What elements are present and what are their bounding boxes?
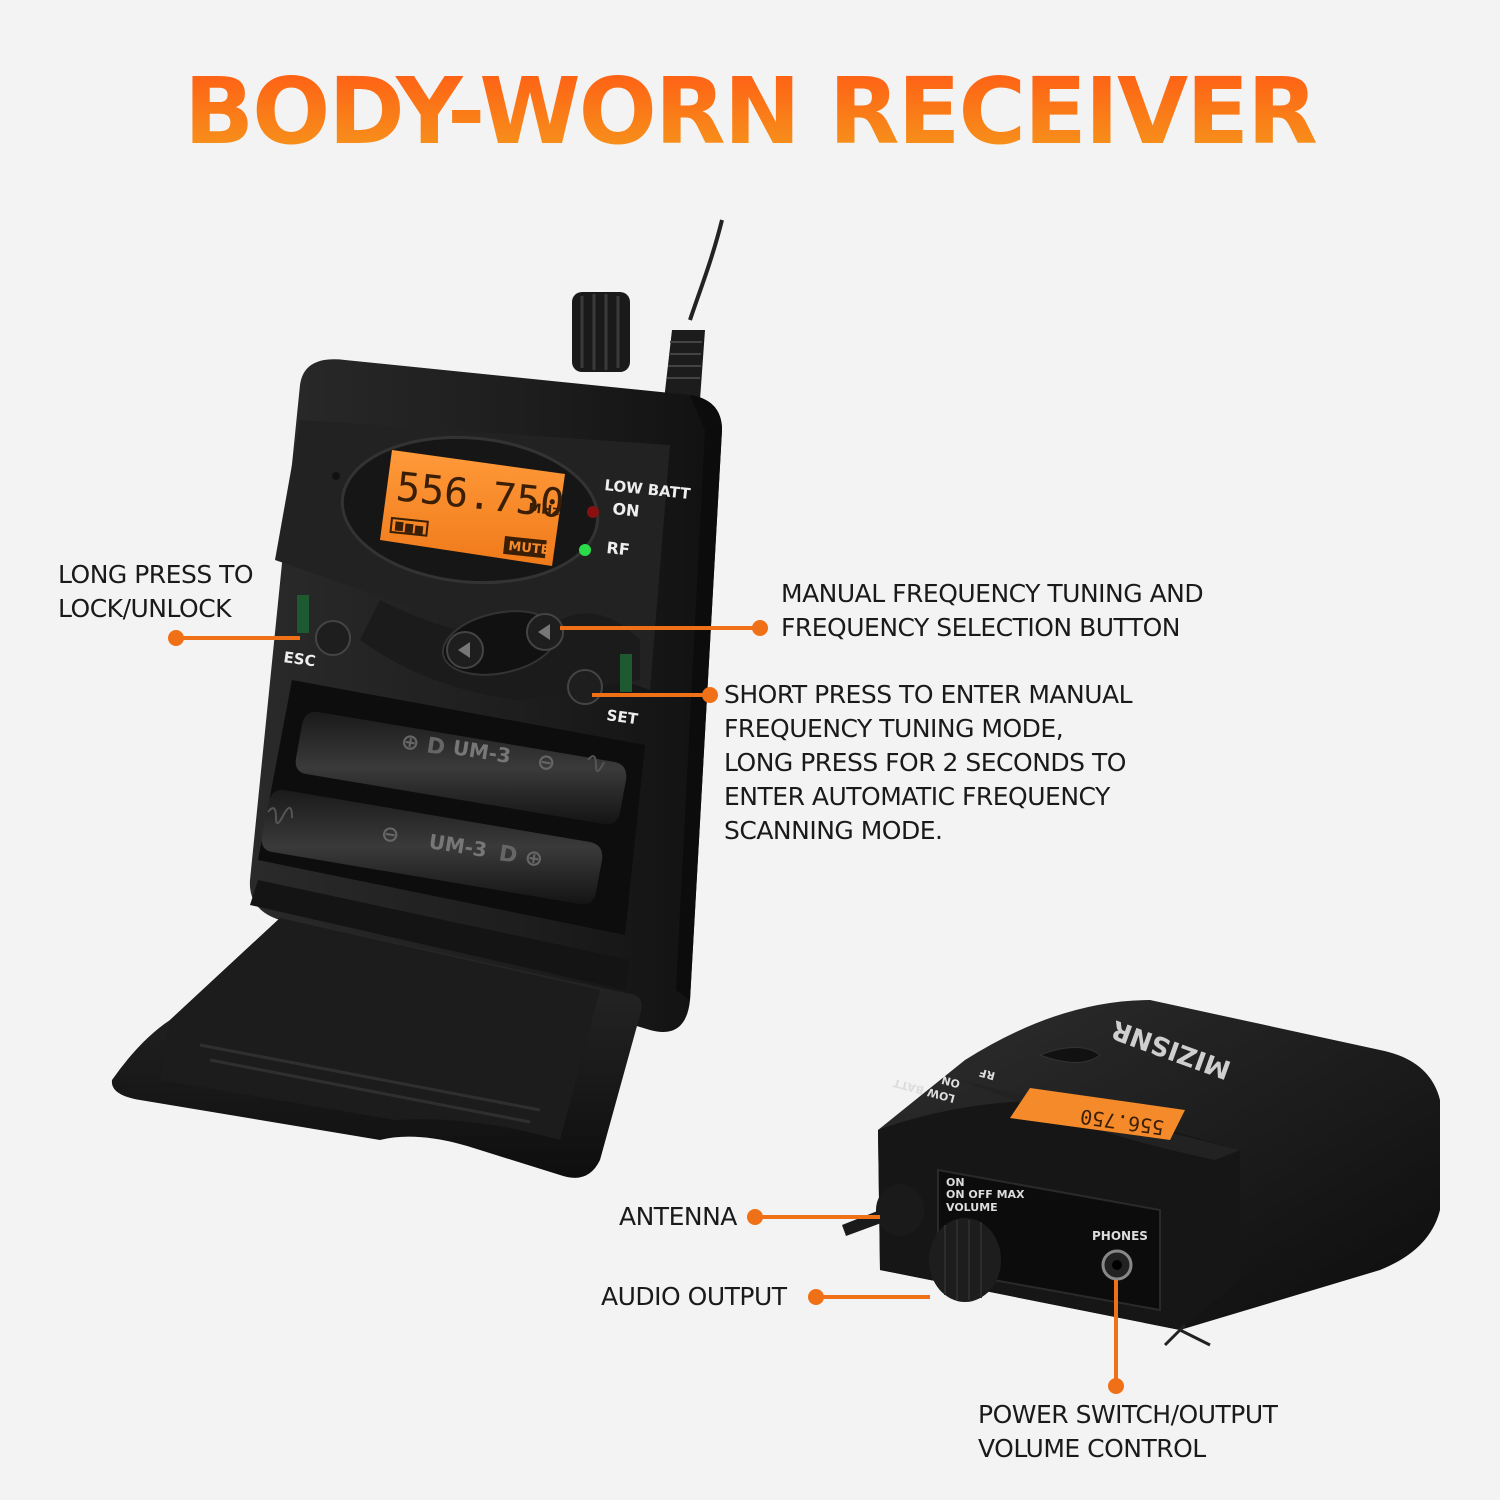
callout-lock-line-1: LONG PRESS TO	[58, 560, 254, 589]
callout-audio-output-line-1: AUDIO OUTPUT	[601, 1282, 787, 1311]
volume-knob	[572, 292, 630, 372]
low-batt-led	[587, 506, 599, 518]
callout-audio-output: AUDIO OUTPUT	[601, 1280, 787, 1314]
set-button	[567, 669, 603, 705]
lcd-mute: MUTE	[508, 539, 551, 558]
callout-power: POWER SWITCH/OUTPUT VOLUME CONTROL	[978, 1398, 1278, 1466]
page-title: BODY-WORN RECEIVER	[0, 62, 1500, 162]
on-label: ON	[612, 499, 641, 521]
callout-short-press-line-5: SCANNING MODE.	[724, 816, 943, 845]
battery-2	[261, 789, 603, 905]
small-receiver: 556.750 MIZISNR LOW BATT ON RF ON ON OFF…	[842, 1000, 1440, 1347]
esc-indicator	[297, 595, 309, 633]
callout-short-press-line-3: LONG PRESS FOR 2 SECONDS TO	[724, 748, 1126, 777]
lcd-screen	[380, 450, 565, 566]
rf-led	[579, 544, 591, 556]
set-indicator	[620, 654, 632, 692]
callout-short-press-line-2: FREQUENCY TUNING MODE,	[724, 714, 1064, 743]
callout-lock: LONG PRESS TO LOCK/UNLOCK	[58, 558, 254, 626]
svg-text:⊖: ⊖	[535, 749, 557, 777]
battery-1	[295, 711, 627, 825]
rf-label: RF	[606, 538, 631, 559]
phones-label: PHONES	[1092, 1229, 1148, 1243]
callout-antenna-line-1: ANTENNA	[619, 1202, 737, 1231]
svg-text:ON: ON	[946, 1176, 965, 1189]
svg-text:ON: ON	[940, 1073, 961, 1090]
svg-text:⊖: ⊖	[379, 821, 401, 849]
battery-icon	[389, 516, 429, 537]
callout-manual: MANUAL FREQUENCY TUNING AND FREQUENCY SE…	[781, 577, 1204, 645]
callout-leaders	[168, 620, 1124, 1394]
small-lcd	[1010, 1088, 1185, 1140]
esc-button	[315, 620, 351, 656]
set-label: SET	[605, 706, 639, 728]
callout-short-press-line-1: SHORT PRESS TO ENTER MANUAL	[724, 680, 1133, 709]
side-volume-label: VOLUME	[946, 1201, 998, 1214]
large-receiver: 556.750 MHz MUTE LOW BATT ON RF ESC SET …	[111, 219, 724, 1178]
callout-manual-line-1: MANUAL FREQUENCY TUNING AND	[781, 579, 1204, 608]
svg-text:RF: RF	[978, 1066, 997, 1083]
lcd-unit: MHz	[528, 501, 561, 519]
callout-lock-line-2: LOCK/UNLOCK	[58, 594, 232, 623]
callout-power-line-1: POWER SWITCH/OUTPUT	[978, 1400, 1278, 1429]
callout-short-press-line-4: ENTER AUTOMATIC FREQUENCY	[724, 782, 1110, 811]
esc-label: ESC	[282, 648, 316, 670]
cable	[688, 219, 724, 321]
callout-manual-line-2: FREQUENCY SELECTION BUTTON	[781, 613, 1181, 642]
side-on-off-label: ON OFF MAX	[946, 1188, 1025, 1201]
callout-power-line-2: VOLUME CONTROL	[978, 1434, 1206, 1463]
small-volume-knob	[929, 1218, 1001, 1302]
callout-short-press: SHORT PRESS TO ENTER MANUAL FREQUENCY TU…	[724, 678, 1133, 848]
callout-antenna: ANTENNA	[619, 1200, 737, 1234]
